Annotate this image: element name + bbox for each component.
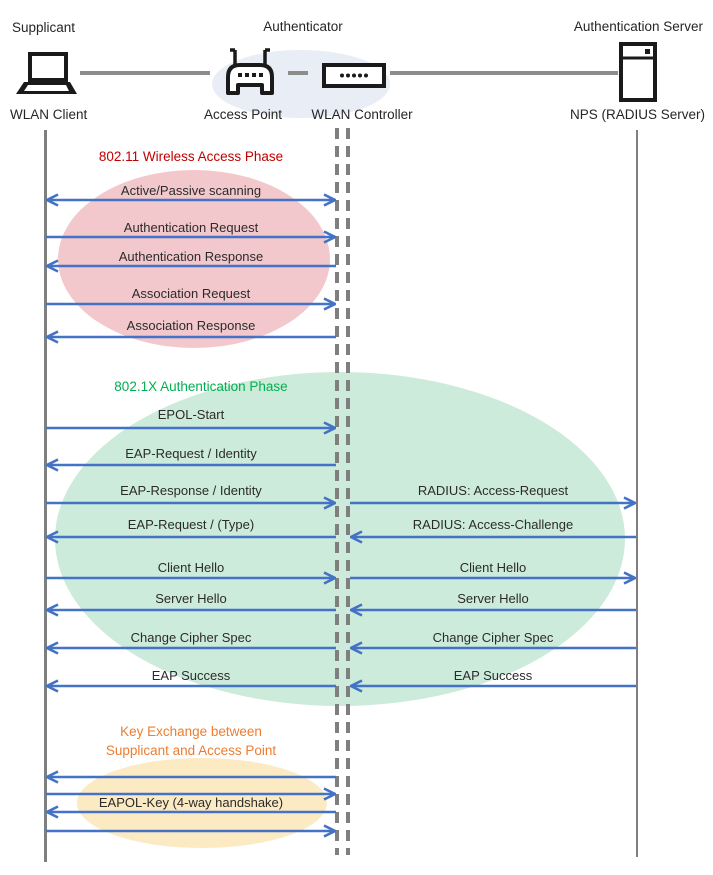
message-label: Change Cipher Spec [432, 630, 554, 645]
device-label-wlan-client: WLAN Client [10, 107, 88, 122]
message-label: EPOL-Start [157, 407, 225, 422]
message-arrow [46, 787, 336, 801]
message-arrow [46, 641, 336, 655]
device-label-nps: NPS (RADIUS Server) [569, 107, 705, 122]
message-label: Authentication Response [118, 249, 264, 264]
wlan-controller-icon [322, 63, 386, 88]
phase1-title-text: 802.11 Wireless Access Phase [98, 149, 284, 164]
message-arrow [350, 571, 636, 585]
message-arrow [46, 421, 336, 435]
phase2-title: 802.1X Authentication Phase [46, 377, 356, 396]
phase3-ellipse [77, 758, 327, 848]
message-label: Active/Passive scanning [120, 183, 262, 198]
message-label: EAP Success [453, 668, 533, 683]
message-label: Change Cipher Spec [130, 630, 252, 645]
role-title-supplicant: Supplicant [12, 20, 76, 35]
message-arrow [46, 571, 336, 585]
message-arrow [350, 679, 636, 693]
message-label: RADIUS: Access-Request [417, 483, 569, 498]
message-label: EAPOL-Key (4-way handshake) [98, 795, 284, 810]
message-arrow [46, 770, 336, 784]
message-arrow [46, 458, 336, 472]
message-arrow [46, 259, 336, 273]
message-arrow [46, 193, 336, 207]
message-arrow [46, 805, 336, 819]
message-label: Server Hello [457, 591, 529, 606]
phase3-title-line2: Supplicant and Access Point [105, 743, 277, 758]
device-label-wlan-controller: WLAN Controller [311, 107, 413, 122]
lifeline-controller-left [335, 128, 339, 855]
laptop-icon [16, 52, 77, 94]
message-arrow [350, 641, 636, 655]
message-arrow [46, 330, 336, 344]
phase2-title-text: 802.1X Authentication Phase [114, 379, 288, 394]
message-arrow [46, 230, 336, 244]
lifeline-radius-server [636, 130, 638, 857]
message-label: RADIUS: Access-Challenge [412, 517, 574, 532]
message-label: Association Request [131, 286, 251, 301]
access-point-icon [226, 48, 274, 95]
lifeline-controller-right [346, 128, 350, 855]
message-arrow [46, 297, 336, 311]
phase3-title-line1: Key Exchange between [120, 724, 262, 739]
phase3-title: Key Exchange between Supplicant and Acce… [46, 722, 336, 760]
message-arrow [350, 530, 636, 544]
message-label: Server Hello [155, 591, 227, 606]
message-label: EAP-Request / Identity [125, 446, 257, 461]
message-label: Client Hello [459, 560, 527, 575]
phase1-title: 802.11 Wireless Access Phase [46, 147, 336, 166]
message-arrow [46, 603, 336, 617]
role-title-authenticator: Authenticator [263, 19, 343, 34]
device-label-access-point: Access Point [203, 107, 283, 122]
lifeline-wlan-client [44, 130, 47, 862]
message-label: EAP-Response / Identity [120, 483, 262, 498]
message-arrow [46, 530, 336, 544]
link-controller-server [390, 71, 618, 75]
message-arrow [350, 603, 636, 617]
role-title-authentication-server: Authentication Server [573, 19, 703, 34]
message-arrow [46, 679, 336, 693]
message-arrow [46, 496, 336, 510]
message-arrow [46, 824, 336, 838]
link-ap-controller [288, 71, 308, 75]
message-label: Association Response [126, 318, 256, 333]
link-client-ap [80, 71, 210, 75]
message-label: EAP Success [151, 668, 231, 683]
message-arrow [350, 496, 636, 510]
message-label: EAP-Request / (Type) [127, 517, 255, 532]
server-icon [619, 42, 657, 102]
message-label: Client Hello [157, 560, 225, 575]
message-label: Authentication Request [123, 220, 259, 235]
